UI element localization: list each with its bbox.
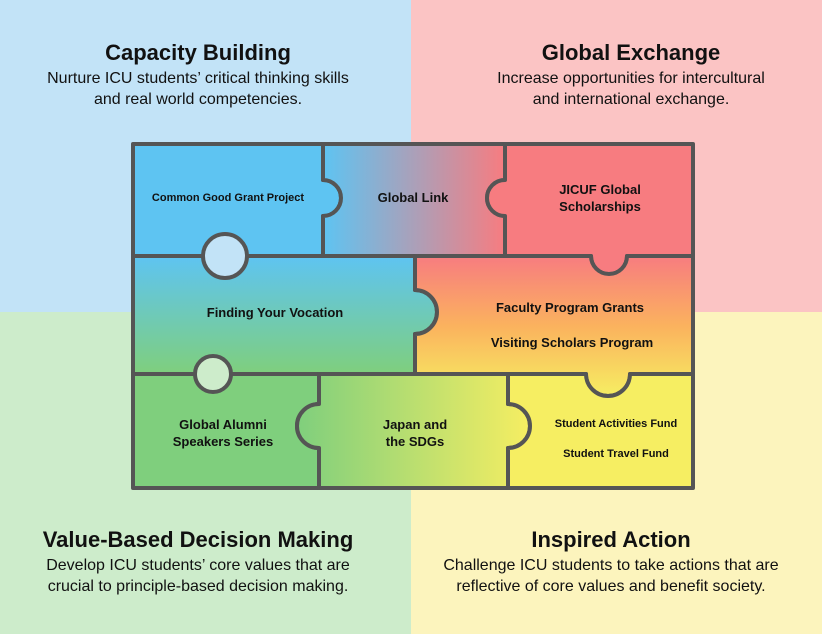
inspired-action-desc-1: Challenge ICU students to take actions t… xyxy=(443,557,779,574)
value-based-desc-1: Develop ICU students’ core values that a… xyxy=(46,557,350,574)
inspired-action-title: Inspired Action xyxy=(531,527,691,552)
capacity-building-desc-1: Nurture ICU students’ critical thinking … xyxy=(47,70,349,87)
label-global-alumni-line1: Global Alumni xyxy=(179,417,267,432)
value-based-title: Value-Based Decision Making xyxy=(42,527,354,552)
label-finding-vocation: Finding Your Vocation xyxy=(206,305,344,320)
global-exchange-desc-1: Increase opportunities for intercultural xyxy=(497,70,765,87)
global-exchange-text: Global Exchange Increase opportunities f… xyxy=(431,40,822,110)
label-common-good: Common Good Grant Project xyxy=(151,192,305,204)
global-exchange-title: Global Exchange xyxy=(541,40,721,65)
label-jicuf: JICUF Global Scholarships xyxy=(520,181,680,215)
value-based-desc-2: crucial to principle-based decision maki… xyxy=(47,578,349,595)
label-japan-line1: Japan and xyxy=(382,417,448,432)
inspired-action-text: Inspired Action Challenge ICU students t… xyxy=(411,527,811,597)
label-travel-fund: Student Travel Fund xyxy=(563,448,669,460)
label-japan-line2: the SDGs xyxy=(385,434,445,449)
label-activities-fund: Student Activities Fund xyxy=(554,418,678,430)
label-jicuf-line1: JICUF Global xyxy=(559,182,641,197)
label-global-alumni: Global Alumni Speakers Series xyxy=(138,416,308,450)
capacity-building-desc-2: and real world competencies. xyxy=(93,91,303,108)
label-global-alumni-line2: Speakers Series xyxy=(172,434,274,449)
inspired-action-desc-2: reflective of core values and benefit so… xyxy=(456,578,766,595)
label-jicuf-line2: Scholarships xyxy=(559,199,641,214)
label-faculty-grants: Faculty Program Grants xyxy=(495,300,645,315)
capacity-building-text: Capacity Building Nurture ICU students’ … xyxy=(0,40,398,110)
capacity-building-title: Capacity Building xyxy=(105,40,291,65)
label-japan-sdgs: Japan and the SDGs xyxy=(345,416,485,450)
piece-student-funds xyxy=(506,372,695,490)
label-global-link: Global Link xyxy=(377,190,449,205)
value-based-text: Value-Based Decision Making Develop ICU … xyxy=(0,527,398,597)
label-visiting-scholars: Visiting Scholars Program xyxy=(490,335,654,350)
global-exchange-desc-2: and international exchange. xyxy=(532,91,730,108)
